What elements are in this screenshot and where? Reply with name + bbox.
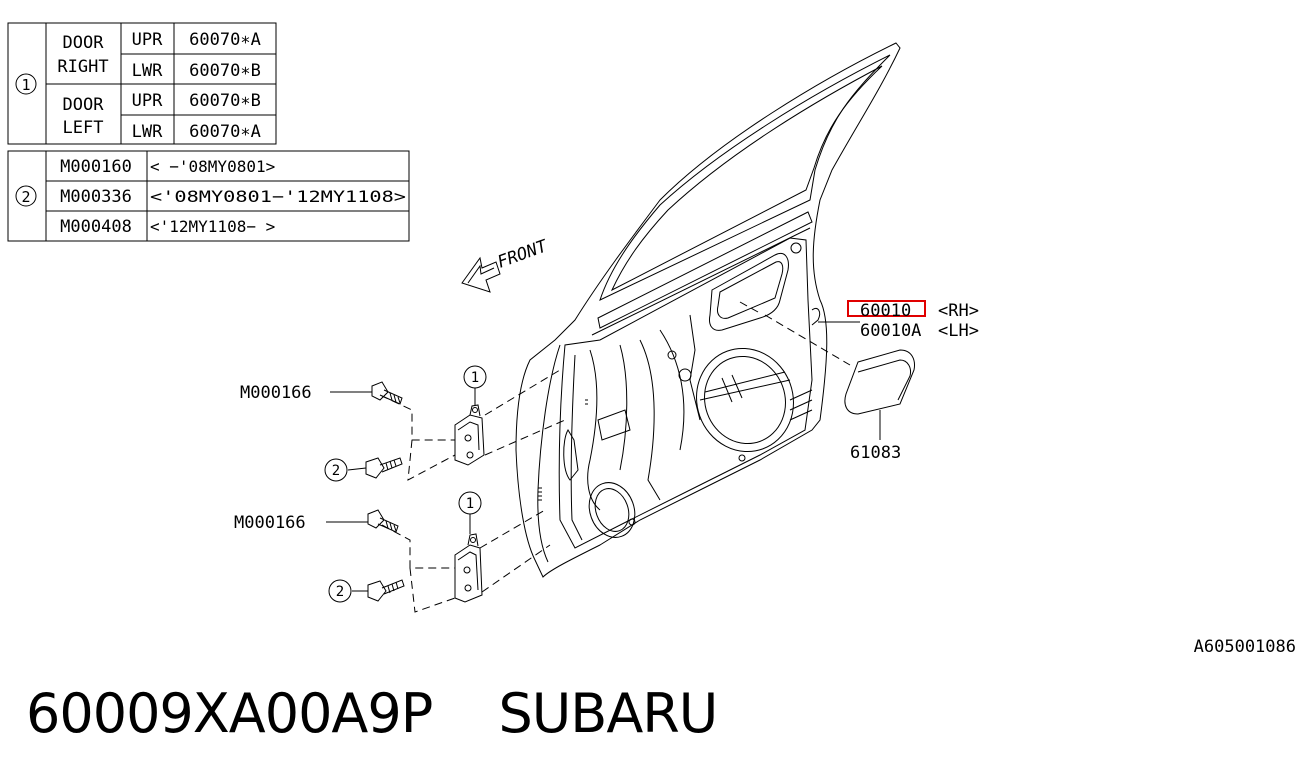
hinge-table <box>7 22 277 145</box>
left-lwr-part: 60070∗A <box>189 122 261 142</box>
bolt-table <box>7 150 410 242</box>
footer-part-number: 60009XA00A9P <box>26 682 433 745</box>
right-upr-pos: UPR <box>132 30 163 50</box>
left-upr-part: 60070∗B <box>189 91 261 111</box>
lower-hinge-illustration <box>454 533 483 603</box>
front-label: FRONT <box>495 236 552 273</box>
right-lwr-part: 60070∗B <box>189 61 261 81</box>
front-arrow-icon <box>461 256 501 293</box>
bolt-upper-2-illustration <box>365 457 403 479</box>
callout-lh-side: <LH> <box>938 321 979 341</box>
bolt-upper-ref: 2 <box>332 463 340 479</box>
bolt-row2-part: M000336 <box>60 187 132 207</box>
bolt-row3-part: M000408 <box>60 217 132 237</box>
plug-part-illustration <box>844 349 915 415</box>
callout-lh-part: 60010A <box>860 321 921 341</box>
door-left-line1: DOOR <box>63 95 105 115</box>
hinge-upper-ref: 1 <box>471 370 479 386</box>
bolt-lower-illustration <box>367 509 399 533</box>
bolt-row1-part: M000160 <box>60 157 132 177</box>
footer-title: 60009XA00A9P SUBARU <box>26 682 718 752</box>
hinge-lower-ref: 1 <box>466 496 474 512</box>
table1-ref: 1 <box>21 76 30 94</box>
catalog-number: A605001086 <box>1194 637 1296 657</box>
bolt-upper-label: M000166 <box>240 383 312 403</box>
callout-highlight-box <box>847 300 926 317</box>
right-lwr-pos: LWR <box>132 61 163 81</box>
door-panel-illustration <box>515 42 901 578</box>
door-left-line2: LEFT <box>63 118 104 138</box>
callout-rh-part: 60010 <box>860 301 911 321</box>
bolt-upper-illustration <box>371 381 403 405</box>
bolt-row3-range: <'12MY1108− > <box>150 217 275 236</box>
bolt-lower-label: M000166 <box>234 513 306 533</box>
footer-brand: SUBARU <box>498 682 718 745</box>
left-lwr-pos: LWR <box>132 122 163 142</box>
bolt-lower-ref: 2 <box>336 584 344 600</box>
callout-rh-side: <RH> <box>938 301 979 321</box>
left-upr-pos: UPR <box>132 91 163 111</box>
table2-ref: 2 <box>21 188 30 206</box>
door-right-line2: RIGHT <box>57 57 108 77</box>
door-right-line1: DOOR <box>63 33 105 53</box>
right-upr-part: 60070∗A <box>189 30 261 50</box>
plug-part-label: 61083 <box>850 443 901 463</box>
bolt-row2-range: <'08MY0801−'12MY1108> <box>150 187 406 206</box>
bolt-row1-range: < −'08MY0801> <box>150 157 275 176</box>
upper-hinge-illustration <box>454 404 485 466</box>
bolt-lower-2-illustration <box>367 579 405 602</box>
